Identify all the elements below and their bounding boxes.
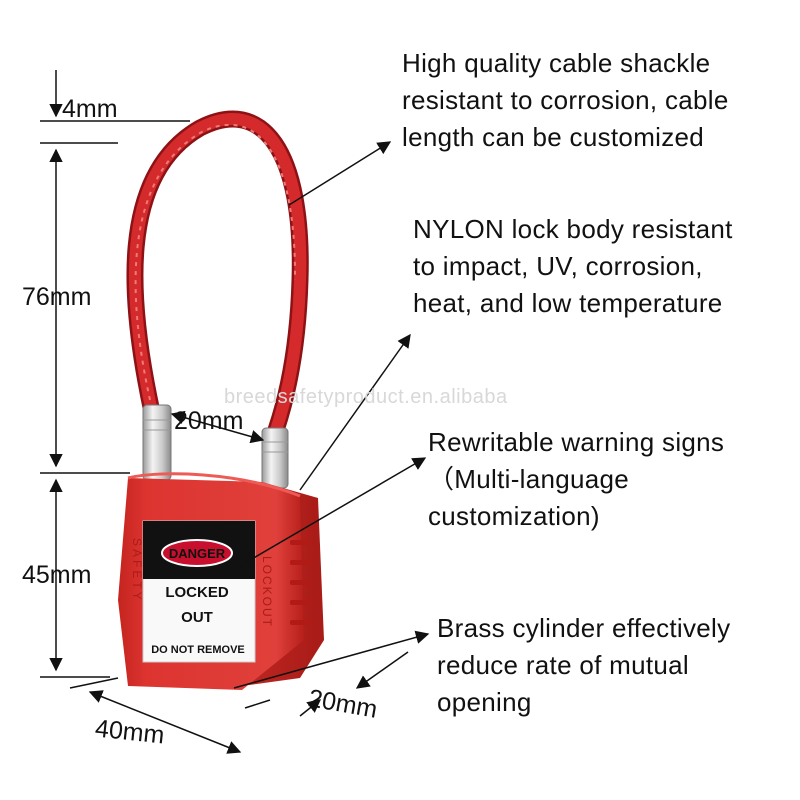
- side-text-left: SAFETY: [130, 538, 144, 603]
- dim-shackle-height: 76mm: [22, 283, 92, 311]
- dim-shackle-spacing: 20mm: [174, 407, 244, 435]
- feature-brass-cylinder: Brass cylinder effectively reduce rate o…: [437, 610, 730, 721]
- cable-shackle: [126, 110, 309, 439]
- dim-body-height: 45mm: [22, 561, 92, 589]
- label-line3: DO NOT REMOVE: [151, 644, 245, 656]
- feature-line: （Multi-language: [428, 464, 630, 494]
- label-header: DANGER: [169, 546, 226, 561]
- callout-arrows: [232, 141, 430, 689]
- grip-ridges: [290, 540, 310, 625]
- feature-cable-shackle: High quality cable shackle resistant to …: [402, 45, 729, 156]
- danger-label: DANGER LOCKED OUT DO NOT REMOVE: [142, 520, 256, 663]
- label-line2: OUT: [181, 609, 213, 626]
- watermark: breedsafetyproduct.en.alibaba: [224, 386, 508, 408]
- feature-line: to impact, UV, corrosion,: [413, 251, 703, 281]
- dimension-lines: [40, 70, 409, 754]
- feature-line: customization): [428, 501, 600, 531]
- side-text-right: LOCKOUT: [260, 556, 274, 628]
- feature-nylon-body: NYLON lock body resistant to impact, UV,…: [413, 211, 733, 322]
- feature-line: opening: [437, 687, 532, 717]
- feature-line: heat, and low temperature: [413, 288, 723, 318]
- feature-line: High quality cable shackle: [402, 48, 711, 78]
- right-ferrule: [261, 427, 289, 489]
- feature-line: reduce rate of mutual: [437, 650, 689, 680]
- feature-line: Rewritable warning signs: [428, 427, 725, 457]
- label-line1: LOCKED: [165, 584, 229, 601]
- feature-line: resistant to corrosion, cable: [402, 85, 729, 115]
- feature-line: length can be customized: [402, 122, 705, 152]
- feature-warning-signs: Rewritable warning signs （Multi-language…: [428, 424, 724, 535]
- left-ferrule: [142, 404, 172, 481]
- feature-line: Brass cylinder effectively: [437, 613, 731, 643]
- feature-line: NYLON lock body resistant: [413, 214, 733, 244]
- dim-shackle-diameter: 4mm: [62, 95, 118, 123]
